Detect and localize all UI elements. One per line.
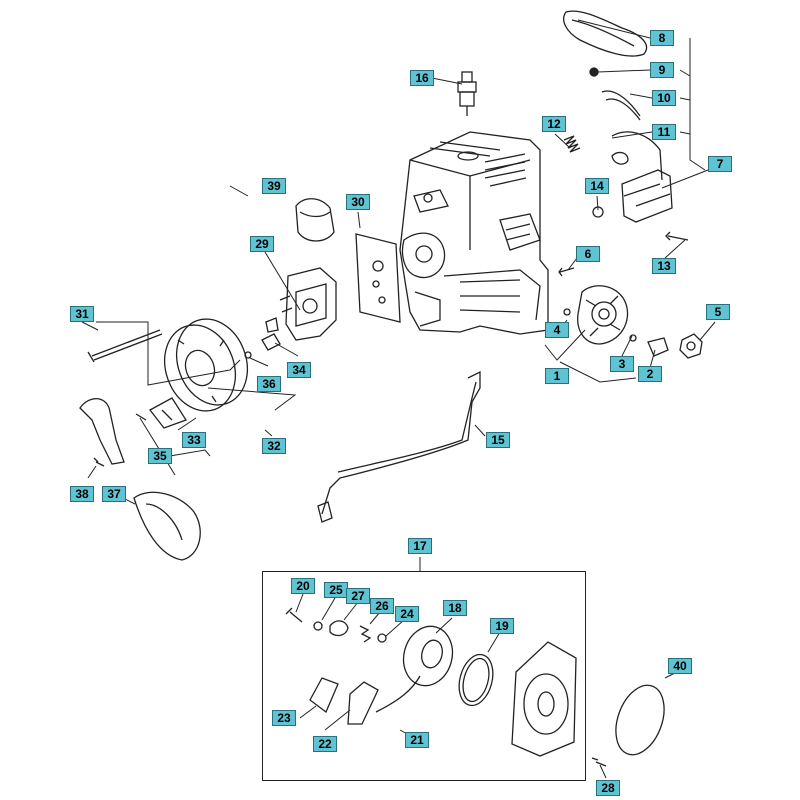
part-19-spring bbox=[458, 653, 494, 707]
callout-13: 13 bbox=[652, 258, 676, 274]
part-7-ignition-module bbox=[611, 151, 673, 223]
part-20-screw bbox=[285, 607, 303, 623]
part-38-screw bbox=[93, 457, 105, 467]
part-23-handle bbox=[309, 677, 339, 714]
callout-25: 25 bbox=[324, 582, 348, 598]
callout-34: 34 bbox=[287, 362, 311, 378]
callout-36: 36 bbox=[257, 376, 281, 392]
starter-kit-frame bbox=[262, 571, 586, 781]
callout-32: 32 bbox=[262, 438, 286, 454]
callout-8: 8 bbox=[650, 30, 674, 46]
callout-4: 4 bbox=[545, 322, 569, 338]
callout-9: 9 bbox=[650, 62, 674, 78]
callout-23: 23 bbox=[272, 710, 296, 726]
part-25-washer bbox=[313, 621, 323, 631]
part-10-hose bbox=[601, 90, 641, 121]
part-29-carburettor bbox=[279, 267, 337, 341]
part-8-cover bbox=[563, 10, 648, 57]
part-34-fitting bbox=[261, 317, 281, 351]
starter-housing bbox=[511, 641, 577, 757]
callout-39: 39 bbox=[262, 178, 286, 194]
part-6-screw bbox=[558, 267, 575, 277]
part-13-screw bbox=[665, 231, 689, 241]
callout-2: 2 bbox=[638, 366, 662, 382]
part-1-clutch bbox=[577, 285, 629, 345]
engine-block bbox=[399, 131, 549, 335]
part-39-air-filter bbox=[295, 198, 335, 242]
part-28-screw bbox=[591, 757, 607, 767]
callout-16: 16 bbox=[410, 70, 434, 86]
part-37-cover bbox=[133, 491, 201, 561]
part-5-nut bbox=[679, 333, 703, 359]
callout-11: 11 bbox=[652, 124, 676, 140]
callout-33: 33 bbox=[182, 432, 206, 448]
callout-7: 7 bbox=[708, 156, 732, 172]
callout-27: 27 bbox=[346, 588, 370, 604]
part-18-pulley bbox=[402, 625, 454, 687]
part-37-handle bbox=[79, 398, 125, 465]
part-35-screw bbox=[135, 413, 147, 421]
callout-40: 40 bbox=[668, 658, 692, 674]
callout-22: 22 bbox=[313, 736, 337, 752]
callout-10: 10 bbox=[652, 90, 676, 106]
part-15-rod bbox=[317, 370, 481, 523]
part-12-spring bbox=[563, 135, 581, 153]
part-22-grip bbox=[347, 681, 379, 725]
callout-20: 20 bbox=[291, 578, 315, 594]
callout-24: 24 bbox=[395, 606, 419, 622]
part-4-washer bbox=[563, 308, 571, 316]
callout-15: 15 bbox=[486, 432, 510, 448]
callout-21: 21 bbox=[405, 732, 429, 748]
callout-5: 5 bbox=[706, 304, 730, 320]
part-16-spark-plug bbox=[457, 71, 477, 116]
part-3-pin bbox=[629, 334, 637, 342]
part-40-ring bbox=[615, 684, 665, 756]
part-11-rod bbox=[611, 131, 663, 181]
callout-28: 28 bbox=[596, 780, 620, 796]
part-21-cord bbox=[375, 675, 421, 713]
part-31-bolt bbox=[87, 329, 163, 363]
part-33-plate bbox=[149, 397, 187, 429]
callout-35: 35 bbox=[148, 448, 172, 464]
part-30-gasket bbox=[355, 233, 401, 323]
part-2-bolt bbox=[647, 337, 669, 357]
callout-18: 18 bbox=[443, 600, 467, 616]
leader-lines bbox=[81, 19, 716, 779]
callout-38: 38 bbox=[70, 486, 94, 502]
callout-6: 6 bbox=[576, 246, 600, 262]
callout-1: 1 bbox=[545, 368, 569, 384]
callout-19: 19 bbox=[490, 618, 514, 634]
part-14-nut bbox=[592, 206, 604, 218]
callout-3: 3 bbox=[610, 356, 634, 372]
callout-17: 17 bbox=[408, 538, 432, 554]
callout-31: 31 bbox=[70, 306, 94, 322]
callout-26: 26 bbox=[370, 598, 394, 614]
part-27-pawl bbox=[329, 620, 349, 637]
callout-14: 14 bbox=[585, 178, 609, 194]
part-26-spring bbox=[359, 625, 372, 643]
callout-30: 30 bbox=[346, 194, 370, 210]
callout-37: 37 bbox=[102, 486, 126, 502]
part-32-flywheel bbox=[164, 318, 248, 412]
callout-29: 29 bbox=[250, 236, 274, 252]
callout-12: 12 bbox=[542, 116, 566, 132]
part-9-plug bbox=[589, 67, 599, 77]
part-24-washer bbox=[377, 633, 387, 643]
